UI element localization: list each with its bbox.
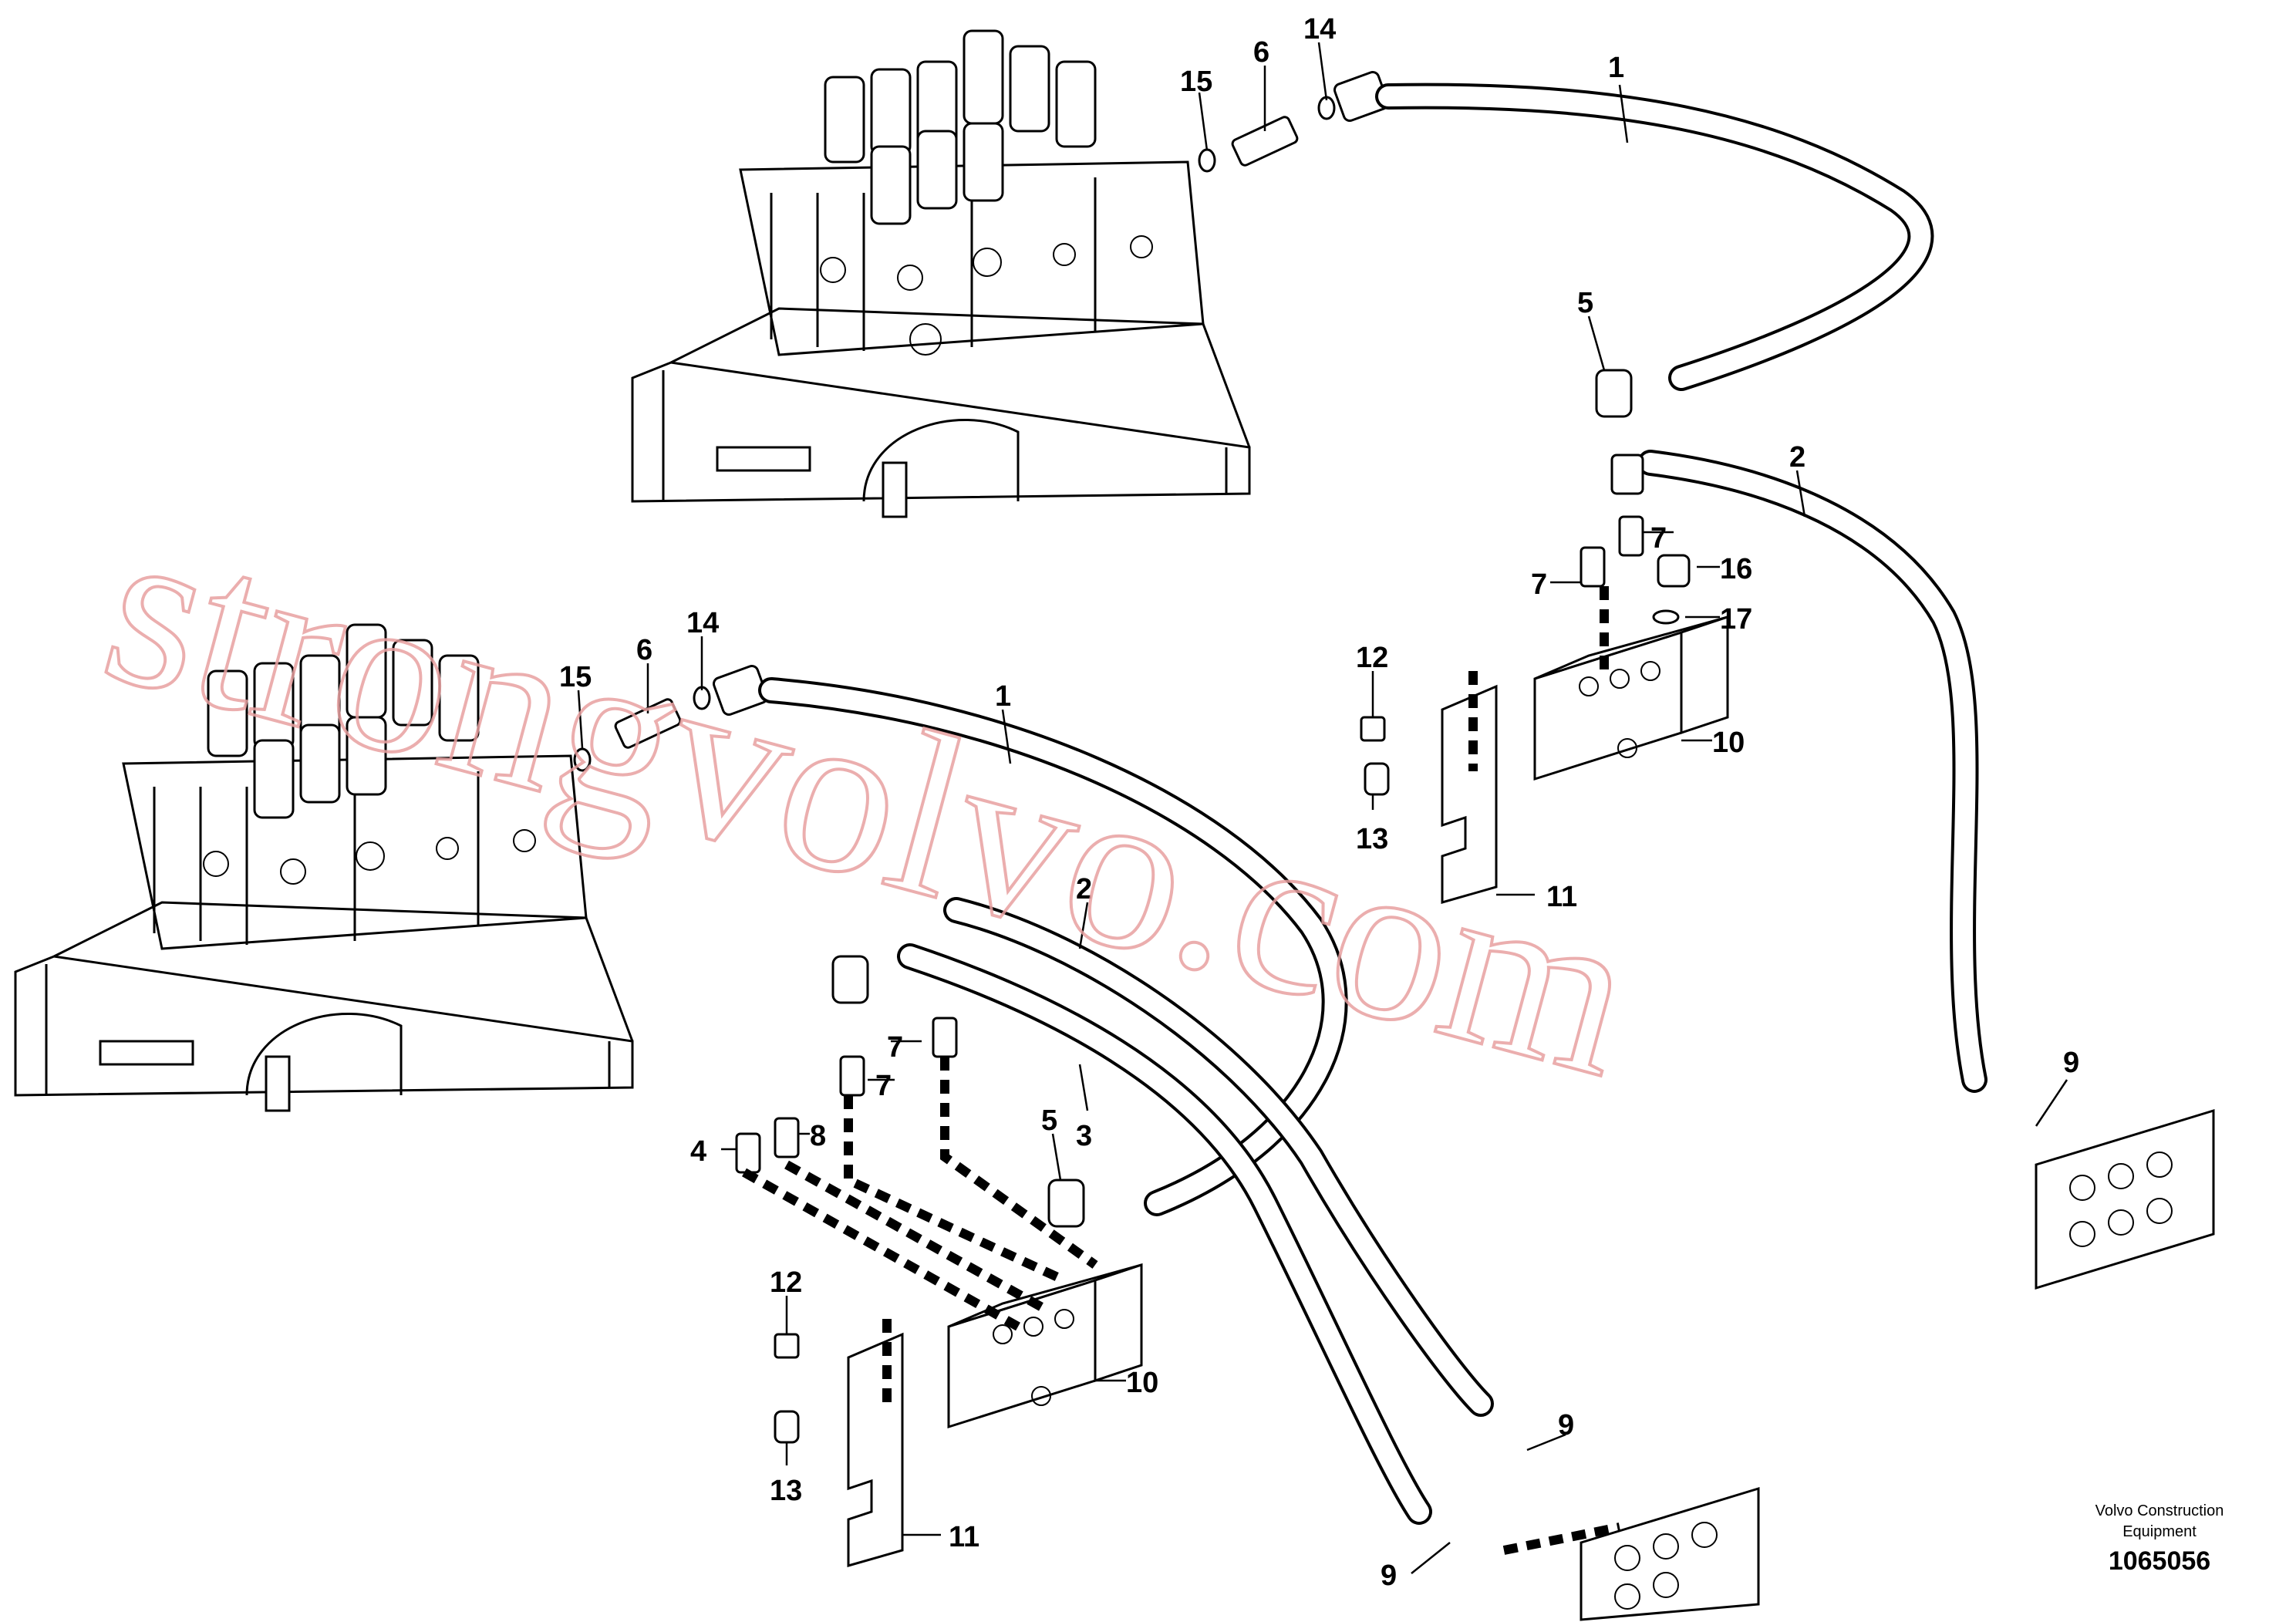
upper-fitting-parts (1360, 369, 1691, 796)
callout-4: 4 (690, 1135, 706, 1168)
callout-13-upper: 13 (1356, 823, 1388, 855)
callout-7-lower-b: 7 (875, 1070, 892, 1102)
callout-15-lower: 15 (559, 661, 592, 693)
callout-9-lower-left: 9 (1381, 1560, 1397, 1592)
callout-7-upper-right: 7 (1650, 522, 1667, 555)
callout-1-lower: 1 (995, 680, 1011, 713)
callout-5-upper: 5 (1577, 287, 1593, 319)
callout-8: 8 (810, 1120, 826, 1152)
upper-solenoid-caps (824, 29, 1097, 225)
callout-6-upper: 6 (1253, 36, 1269, 69)
callout-12-lower: 12 (770, 1266, 802, 1299)
callout-11-upper: 11 (1546, 881, 1577, 913)
upper-pipe-fittings (1198, 71, 1389, 173)
callout-12-upper: 12 (1356, 642, 1388, 674)
callout-6-lower: 6 (636, 634, 652, 666)
callout-5-lower: 5 (1041, 1104, 1057, 1137)
lower-solenoid-caps (207, 623, 480, 819)
callout-9-upper: 9 (2063, 1047, 2079, 1079)
callout-7-upper-left: 7 (1531, 568, 1547, 601)
callout-16: 16 (1720, 553, 1752, 585)
footer-brand-block: Volvo Construction Equipment 1065056 (2095, 1502, 2224, 1576)
callout-3: 3 (1076, 1120, 1092, 1152)
callout-14-upper: 14 (1303, 13, 1336, 46)
callout-17: 17 (1720, 603, 1752, 636)
callout-2-upper: 2 (1789, 441, 1805, 474)
lower-right-distribution-block (1580, 1486, 1760, 1621)
upper-control-valve-assembly (631, 29, 1251, 518)
lower-control-valve-assembly (14, 623, 634, 1112)
callout-10-upper: 10 (1712, 727, 1745, 759)
callout-9-lower-right: 9 (1558, 1409, 1574, 1442)
upper-valve-block (1533, 615, 1729, 781)
hoses (758, 83, 1988, 1525)
callout-labels: 1 6 14 15 5 2 7 7 16 17 10 11 12 13 9 1 … (559, 13, 2079, 1592)
callout-14-lower: 14 (686, 607, 719, 639)
callout-15-upper: 15 (1180, 66, 1212, 98)
callout-11-lower: 11 (949, 1521, 979, 1553)
brand-line-2: Equipment (2122, 1523, 2197, 1540)
lower-pipe-fittings (573, 665, 768, 772)
upper-right-distribution-block (2035, 1108, 2215, 1290)
callout-7-lower-a: 7 (887, 1031, 903, 1064)
callout-13-lower: 13 (770, 1475, 802, 1507)
callout-2-lower: 2 (1076, 873, 1092, 905)
brand-line-1: Volvo Construction (2095, 1502, 2224, 1519)
lower-fitting-parts (735, 955, 1085, 1444)
lower-valve-block (947, 1263, 1143, 1429)
callout-10-lower: 10 (1126, 1367, 1158, 1399)
upper-bracket (1441, 684, 1498, 904)
callout-1-upper: 1 (1608, 52, 1624, 84)
document-number: 1065056 (2109, 1546, 2210, 1576)
lower-bracket (847, 1332, 904, 1567)
